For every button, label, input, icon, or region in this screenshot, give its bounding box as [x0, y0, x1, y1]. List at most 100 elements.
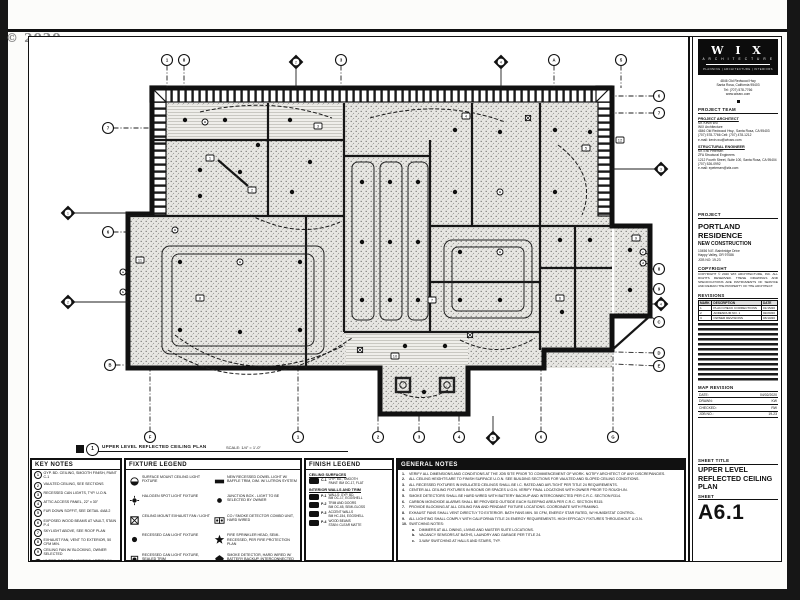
grid-bubble: b [119, 288, 128, 296]
view-title-rule [98, 451, 348, 453]
svg-text:2: 2 [377, 435, 380, 440]
key-notes-title: KEY NOTES [32, 460, 120, 470]
semi-symbol-icon [129, 474, 140, 492]
fixture-legend-item: RECESSED CAN LIGHT FIXTURE, SEALED TRIM [129, 552, 212, 560]
grid-bubble: 8 [177, 53, 191, 88]
architect-heading: PROJECT ARCHITECT [698, 116, 739, 121]
general-note-item: a.DIMMERS AT ALL DINING, LIVING AND MAST… [412, 527, 534, 532]
finish-section-heading: CEILING SURFACES [309, 472, 347, 477]
cansq-symbol-icon [129, 552, 140, 560]
svg-text:10: 10 [393, 354, 398, 359]
finish-section-heading: INTERIOR WALLS AND TRIM [309, 487, 361, 492]
fixture-legend-title: FIXTURE LEGEND [126, 460, 300, 470]
svg-text:2: 2 [295, 60, 297, 64]
svg-text:7: 7 [431, 298, 434, 303]
fixture-legend-col2: NEW RECESSED DOWEL LIGHT W/ BAFFLE TRIM,… [213, 472, 298, 560]
general-note-item: c.3-WAY SWITCHING AT HALLS AND STAIRS, T… [412, 539, 501, 543]
engineer-heading: STRUCTURAL ENGINEER [698, 145, 745, 150]
finish-swatch [309, 520, 319, 527]
svg-text:B: B [108, 363, 111, 368]
map-revision-row: JOB NO.:19-23 [698, 412, 778, 419]
copyright-text: COPYRIGHT © 2020 WIX ARCHITECTURE, INC. … [698, 272, 778, 288]
grid-bubble: 3 [334, 53, 348, 88]
svg-text:9: 9 [635, 236, 638, 241]
svg-text:3: 3 [418, 435, 421, 440]
dot4-symbol-icon [129, 493, 140, 511]
light-fixtures [171, 114, 633, 395]
svg-text:d: d [642, 261, 644, 265]
xbox-symbol-icon [129, 513, 140, 531]
general-note-item: b.VACANCY SENSORS AT BATHS, LAUNDRY AND … [412, 533, 542, 538]
keynote-tag: 2 [247, 186, 257, 194]
grid-bubble: 2 [371, 416, 385, 444]
grid-bubble: B [103, 358, 128, 372]
grid-bubble: 6 [101, 225, 128, 239]
svg-text:2: 2 [251, 188, 254, 193]
svg-text:8: 8 [183, 58, 186, 63]
svg-text:1: 1 [297, 435, 300, 440]
keynote-tag: 9 [631, 234, 641, 242]
svg-text:8: 8 [658, 267, 661, 272]
section-marker: 1 [60, 205, 128, 221]
map-revision-row: DATE:04/02/2020 [698, 392, 778, 399]
svg-text:6: 6 [107, 230, 110, 235]
firm-tagline: PLANNING | ARCHITECTURE | INTERIORS [703, 67, 773, 71]
grid-bubble: a [119, 268, 128, 276]
svg-text:5: 5 [585, 146, 588, 151]
grid-bubble: C [649, 315, 666, 329]
ceiling-texture [128, 103, 650, 414]
general-notes-list: 1.VERIFY ALL DIMENSIONS AND CONDITIONS A… [398, 472, 684, 544]
svg-text:b: b [122, 290, 124, 294]
general-note-item: 1.VERIFY ALL DIMENSIONS AND CONDITIONS A… [402, 471, 666, 476]
keynote-tag: 7 [427, 296, 437, 304]
keynote-tag: 3 [313, 122, 323, 130]
bar-symbol-icon [214, 474, 225, 492]
ceiling-features [161, 161, 533, 394]
revisions-label: REVISIONS [698, 293, 778, 300]
grid-bubble: F [143, 370, 157, 444]
keynote-tag: 11 [135, 256, 145, 264]
map-revision-row: CHECKED:RW [698, 405, 778, 412]
finish-swatch [309, 478, 319, 485]
grid-bubble: 7 [101, 121, 152, 135]
finish-swatch [309, 502, 319, 509]
grid-bubble: G [606, 352, 620, 444]
fixture-legend-panel: FIXTURE LEGEND SURFACE MOUNT CEILING LIG… [124, 458, 302, 562]
keynote-tag: 4 [461, 112, 471, 120]
svg-text:9: 9 [658, 287, 661, 292]
keynote-tag: 12 [615, 136, 625, 144]
general-note-item: 7.PROVIDE BLOCKING AT ALL CEILING FAN AN… [402, 505, 600, 510]
grid-bubble: 1 [291, 370, 305, 444]
finish-legend-title: FINISH LEGEND [306, 460, 392, 470]
north-arrow-marker [76, 445, 84, 453]
svg-text:11: 11 [138, 258, 143, 263]
svg-text:c: c [642, 250, 644, 254]
fixture-legend-item: RECESSED CAN LIGHT FIXTURE [129, 532, 212, 550]
svg-text:E: E [658, 364, 661, 369]
section-marker: 2 [60, 294, 128, 310]
svg-text:a: a [122, 270, 124, 274]
project-name: PORTLAND RESIDENCE [698, 221, 743, 240]
general-note-item: 5.SMOKE DETECTORS SHALL BE HARD WIRED WI… [402, 494, 621, 498]
section-marker: 4 [493, 54, 509, 88]
sheet-number: A6.1 [698, 501, 745, 525]
svg-text:2: 2 [67, 300, 69, 304]
revision-stripe-rows [698, 323, 778, 382]
section-marker: 5 [485, 416, 501, 446]
